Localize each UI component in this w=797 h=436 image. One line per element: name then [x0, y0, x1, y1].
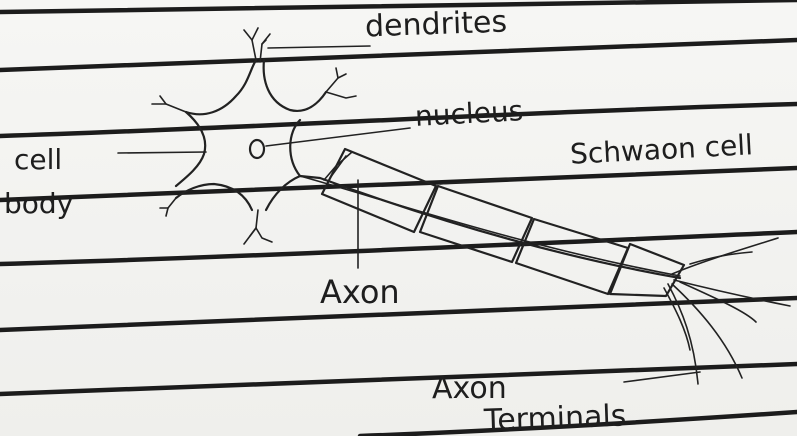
dendrites-pointer	[268, 46, 370, 48]
label-pointer-lines	[118, 46, 700, 382]
terminals-pointer	[624, 372, 700, 382]
schwann-cell-segment	[420, 186, 532, 262]
schwann-cell-segment	[322, 149, 436, 232]
nucleus-pointer	[266, 128, 410, 146]
axon-terminals-label-line2: Terminals	[484, 402, 627, 436]
cell-body-label-line1: cell	[14, 146, 62, 174]
cell-body-pointer	[118, 152, 206, 153]
cell-body-label-line2: body	[4, 190, 73, 218]
ruled-line	[0, 168, 797, 200]
nucleus-label: nucleus	[414, 97, 524, 131]
axon-label: Axon	[320, 276, 400, 308]
dendrites-label: dendrites	[365, 8, 508, 43]
ruled-line	[0, 40, 797, 70]
ruled-line	[0, 364, 797, 394]
nucleus-shape	[250, 140, 264, 158]
axon-terminal-branches	[664, 238, 790, 384]
axon-terminals-label-line1: Axon	[432, 374, 507, 404]
ruled-line	[0, 232, 797, 264]
